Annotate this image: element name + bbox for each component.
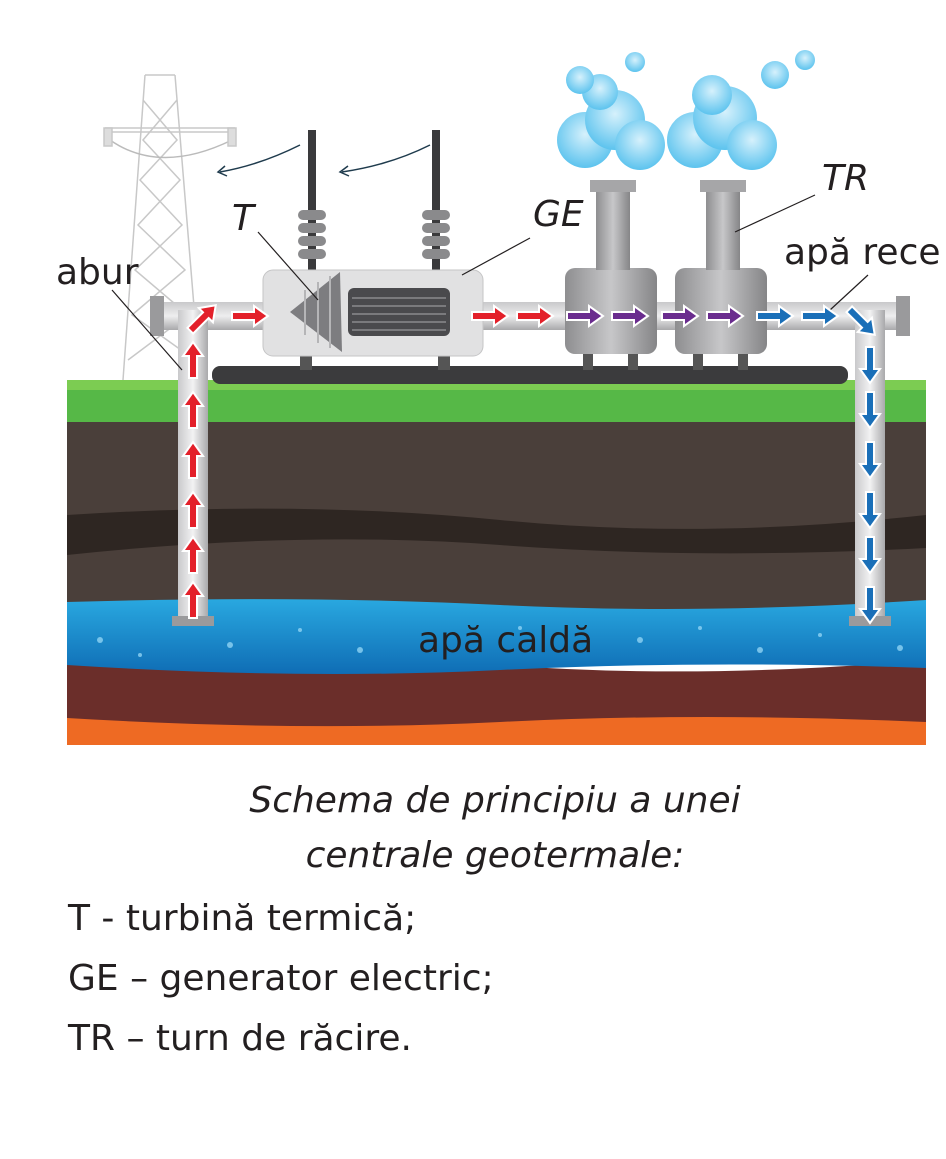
steam-arrow-icon (181, 535, 205, 574)
steam-arrow-icon (231, 304, 270, 328)
leader-lines (111, 194, 869, 371)
hot-water-layer (67, 599, 926, 674)
steam-arrow-icon (181, 390, 205, 429)
water-bubbles (97, 626, 903, 657)
platform (212, 366, 848, 384)
dark-soil-stripe (67, 508, 926, 555)
flow-arrow-icon (661, 304, 700, 328)
legend-turbine: T - turbină termică; (68, 898, 417, 939)
flow-arrow-icon (611, 304, 650, 328)
cold-water-arrow-icon (858, 536, 882, 575)
legend-cooling-tower: TR – turn de răcire. (68, 1018, 412, 1059)
cold-water-arrow-icon (858, 586, 882, 625)
caption-line-2: centrale geotermale: (305, 835, 685, 876)
cold-water-arrow-icon (858, 346, 882, 385)
cold-water-arrow-icon (845, 305, 876, 336)
label-cold-water: apă rece (784, 232, 941, 273)
steam-clouds (557, 50, 815, 170)
legend-generator: GE – generator electric; (68, 958, 494, 999)
label-generator: GE (533, 194, 584, 235)
steam-arrow-icon (181, 580, 205, 619)
steam-arrow-icon (516, 304, 555, 328)
steam-arrow-icon (471, 304, 510, 328)
power-line (216, 144, 431, 177)
cold-water-arrow-icon (858, 441, 882, 480)
power-pylon (103, 74, 237, 381)
turbine (262, 130, 484, 370)
label-steam: abur (56, 252, 139, 293)
steam-arrow-icon (186, 304, 217, 335)
cold-water-arrow-icon (801, 304, 840, 328)
cold-water-arrow-icon (858, 491, 882, 530)
steam-arrow-icon (181, 440, 205, 479)
steam-arrow-icon (181, 490, 205, 529)
caption-line-1: Schema de principiu a unei (249, 780, 741, 821)
cold-water-arrow-icon (858, 391, 882, 430)
label-cooling-tower: TR (822, 158, 870, 199)
cold-water-arrow-icon (756, 304, 795, 328)
cooling-towers (565, 180, 767, 370)
label-hot-water: apă caldă (418, 620, 594, 661)
steam-arrow-icon (181, 340, 205, 379)
flow-arrow-icon (566, 304, 605, 328)
flow-arrow-icon (706, 304, 745, 328)
flow-arrows (181, 304, 882, 625)
label-turbine: T (232, 198, 254, 239)
